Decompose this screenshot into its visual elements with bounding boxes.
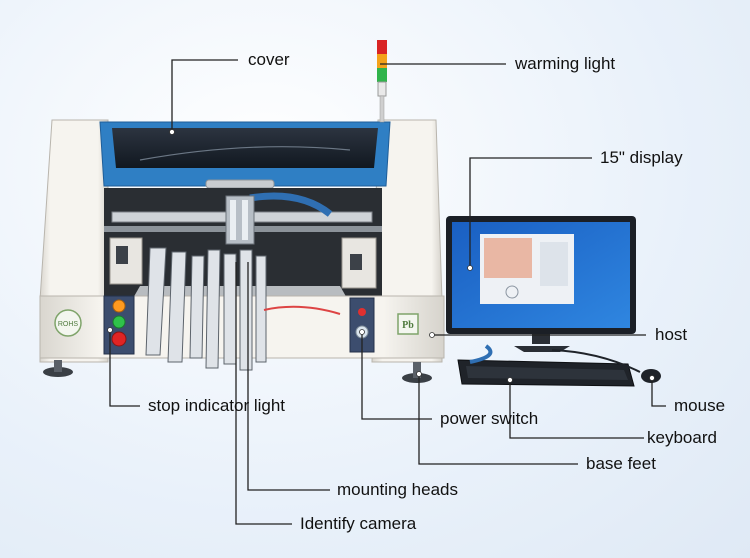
label-identify-camera: Identify camera <box>300 514 417 533</box>
label-base-feet: base feet <box>586 454 656 473</box>
leader-lines <box>109 59 666 525</box>
label-mounting-heads: mounting heads <box>337 480 458 499</box>
monitor <box>446 216 636 352</box>
label-cover: cover <box>248 50 290 69</box>
pick-and-place-machine <box>39 119 445 383</box>
label-power-switch: power switch <box>440 409 539 428</box>
label-keyboard: keyboard <box>647 428 717 447</box>
label-host: host <box>655 325 688 344</box>
keyboard-illustration <box>457 359 635 387</box>
rohs-badge: ROHS <box>58 321 79 328</box>
label-warming-light: warming light <box>515 54 616 73</box>
label-mouse: mouse <box>674 396 726 415</box>
label-stop-indicator-light: stop indicator light <box>148 396 286 415</box>
label-15-inch-display: 15" display <box>600 148 683 167</box>
lead-free-badge: Pb <box>402 320 414 331</box>
feeder-bank <box>145 247 267 371</box>
warning-tower-light <box>377 40 387 123</box>
